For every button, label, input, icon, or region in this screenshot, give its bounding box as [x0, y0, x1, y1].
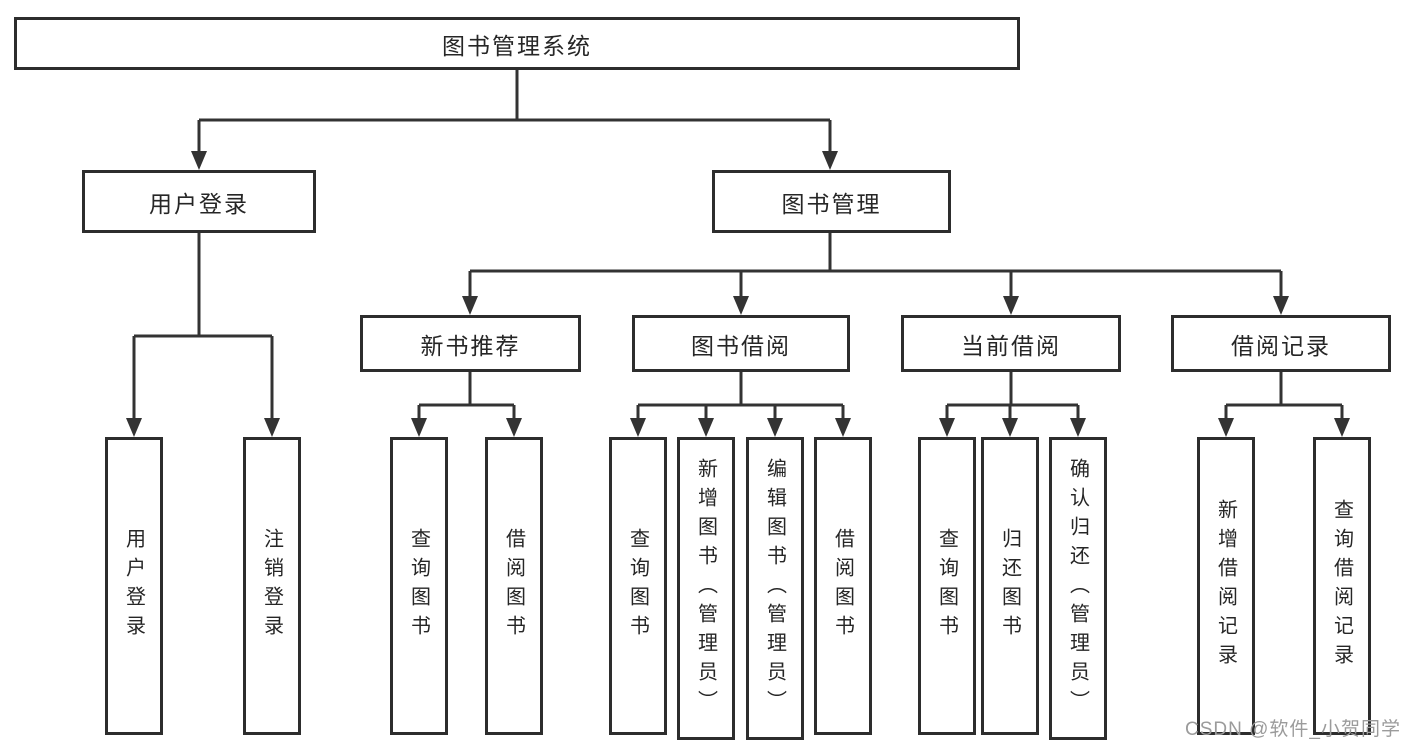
arrow-down-icon	[767, 418, 783, 437]
arrow-down-icon	[1218, 418, 1234, 437]
arrow-down-icon	[264, 418, 280, 437]
arrow-down-icon	[698, 418, 714, 437]
connector-line	[417, 372, 516, 419]
node-new-book-recommend: 新书推荐	[360, 315, 581, 372]
arrow-down-icon	[1334, 418, 1350, 437]
node-user-login: 用户登录	[82, 170, 316, 233]
node-current-borrow: 当前借阅	[901, 315, 1121, 372]
leaf-query-books-borrow: 查询图书	[609, 437, 667, 735]
connector-line	[468, 233, 1283, 297]
leaf-edit-books-admin: 编辑图书（管理员）	[746, 437, 804, 740]
node-book-borrow: 图书借阅	[632, 315, 850, 372]
leaf-add-books-admin: 新增图书（管理员）	[677, 437, 735, 740]
leaf-user-login: 用户登录	[105, 437, 163, 735]
arrow-down-icon	[462, 296, 478, 315]
leaf-add-borrow-record: 新增借阅记录	[1197, 437, 1255, 735]
csdn-watermark: CSDN @软件_小贺同学	[1185, 719, 1401, 740]
connector-line	[945, 372, 1080, 419]
arrow-down-icon	[835, 418, 851, 437]
leaf-query-borrow-record: 查询借阅记录	[1313, 437, 1371, 735]
arrow-down-icon	[733, 296, 749, 315]
arrow-down-icon	[411, 418, 427, 437]
arrow-down-icon	[1003, 296, 1019, 315]
connector-new-book-recommend-to-leaves	[411, 372, 522, 437]
arrow-down-icon	[1070, 418, 1086, 437]
leaf-return-books: 归还图书	[981, 437, 1039, 735]
leaf-logout: 注销登录	[243, 437, 301, 735]
node-book-management: 图书管理	[712, 170, 951, 233]
leaf-borrow-books-recommend: 借阅图书	[485, 437, 543, 735]
connector-borrow-records-to-leaves	[1218, 372, 1350, 437]
connector-line	[132, 233, 274, 419]
arrow-down-icon	[822, 151, 838, 170]
arrow-down-icon	[1002, 418, 1018, 437]
connector-book-borrow-to-leaves	[630, 372, 851, 437]
arrow-down-icon	[191, 151, 207, 170]
node-borrow-records: 借阅记录	[1171, 315, 1391, 372]
connector-line	[636, 372, 845, 419]
leaf-borrow-books: 借阅图书	[814, 437, 872, 735]
connector-user-login-to-leaves	[126, 233, 280, 437]
connector-root-to-level2	[191, 70, 838, 170]
arrow-down-icon	[126, 418, 142, 437]
arrow-down-icon	[630, 418, 646, 437]
connector-line	[1224, 372, 1344, 419]
arrow-down-icon	[1273, 296, 1289, 315]
leaf-query-books-recommend: 查询图书	[390, 437, 448, 735]
arrow-down-icon	[506, 418, 522, 437]
connector-book-management-to-modules	[462, 233, 1289, 315]
node-root-system: 图书管理系统	[14, 17, 1020, 70]
connector-line	[197, 70, 832, 152]
arrow-down-icon	[939, 418, 955, 437]
leaf-confirm-return-admin: 确认归还（管理员）	[1049, 437, 1107, 740]
leaf-query-books-current: 查询图书	[918, 437, 976, 735]
connector-current-borrow-to-leaves	[939, 372, 1086, 437]
